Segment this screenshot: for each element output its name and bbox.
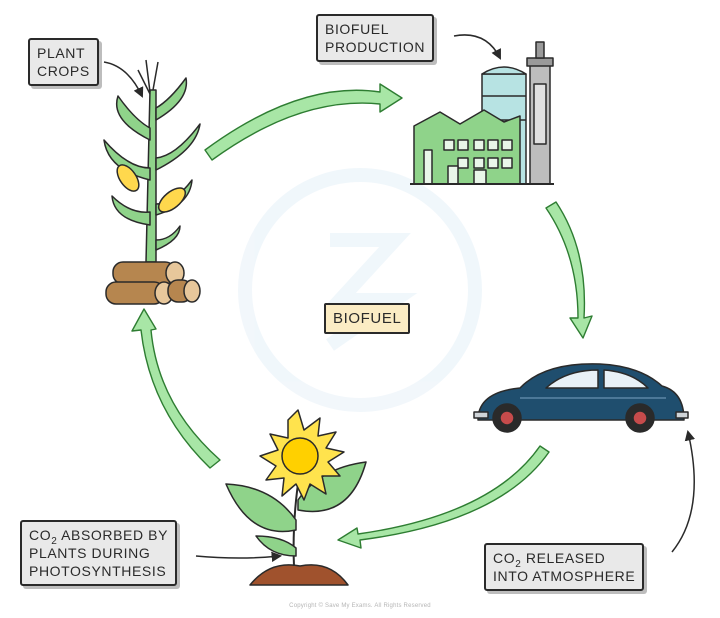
label-co2-absorbed: CO2 ABSORBED BY PLANTS DURING PHOTOSYNTH… [20,520,178,586]
arrow-car-to-plant [337,445,550,549]
label-plant-crops-line1: PLANT [37,45,86,61]
co2-released-subscript: 2 [515,558,522,570]
car-icon [473,363,689,433]
label-plant-crops: PLANT CROPS [28,38,99,86]
label-biofuel-production-line2: PRODUCTION [325,39,426,55]
label-plant-crops-line2: CROPS [37,63,90,79]
label-co2-released-line1: CO2 RELEASED [493,549,635,570]
co2-released-co: CO [493,550,516,566]
co2-absorbed-line1-rest: ABSORBED BY [57,527,169,543]
factory-icon [410,41,554,185]
co2-absorbed-co: CO [29,527,52,543]
label-co2-released: CO2 RELEASED INTO ATMOSPHERE [484,543,645,591]
watermark-logo [238,168,482,412]
pointer-plant-crops [103,61,144,98]
sunflower-plant-icon [225,409,367,586]
copyright-text: Copyright © Save My Exams. All Rights Re… [289,603,431,609]
pointer-biofuel-production [453,34,501,60]
label-co2-absorbed-line3: PHOTOSYNTHESIS [29,563,167,579]
label-biofuel-production-line1: BIOFUEL [325,21,390,37]
arrow-crops-to-production [204,83,403,161]
label-co2-absorbed-line1: CO2 ABSORBED BY [29,526,169,547]
arrow-production-to-car [545,201,593,339]
co2-released-line1-rest: RELEASED [521,550,606,566]
logs-icon [105,261,201,305]
label-co2-absorbed-line2: PLANTS DURING [29,545,151,561]
label-biofuel-production: BIOFUEL PRODUCTION [316,14,435,62]
label-center-biofuel: BIOFUEL [324,303,411,334]
corn-plant-icon [103,59,201,263]
arrow-plant-to-crops [131,308,221,469]
pointer-co2-absorbed [195,551,283,563]
co2-absorbed-subscript: 2 [51,535,58,547]
label-co2-released-line2: INTO ATMOSPHERE [493,568,636,584]
pointer-co2-released [671,429,696,553]
